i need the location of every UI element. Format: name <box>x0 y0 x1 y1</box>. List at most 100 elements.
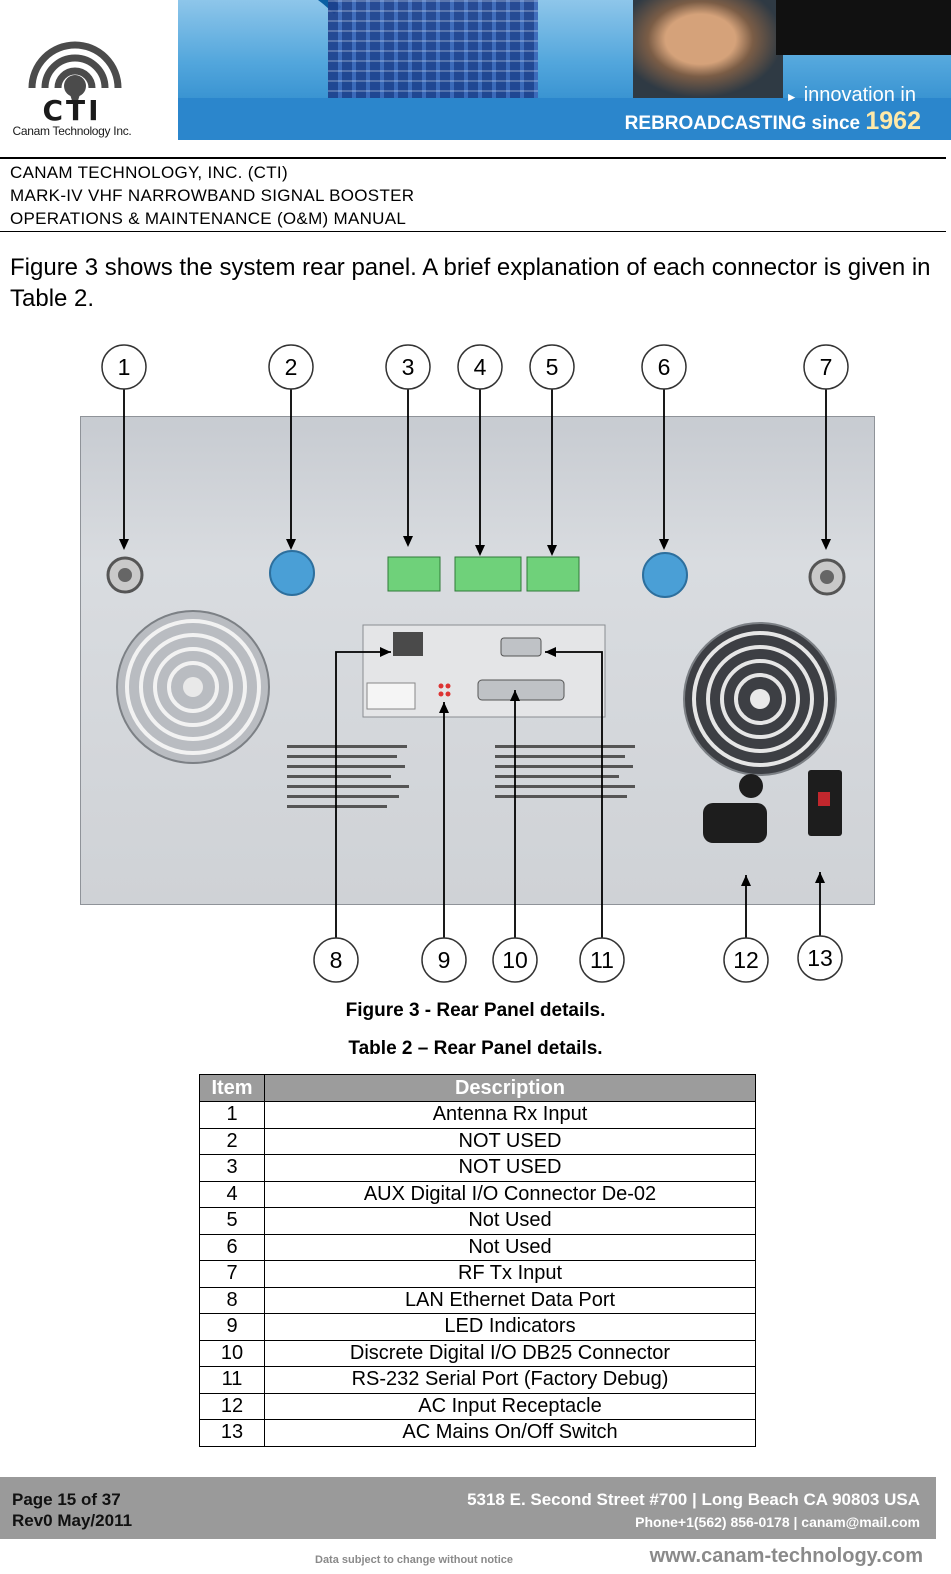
fuse-holder-icon <box>739 774 763 798</box>
header-rule-top <box>0 157 946 159</box>
callout-number: 9 <box>438 947 451 973</box>
logo-subtitle: Canam Technology Inc. <box>12 124 132 138</box>
fan-connector-1-icon <box>387 556 441 592</box>
callout-circle <box>641 344 687 390</box>
table-header-row: Item Description <box>199 1074 756 1102</box>
item-description: LAN Ethernet Data Port <box>264 1286 756 1314</box>
serial-port-icon <box>500 637 542 657</box>
callout-circle <box>723 937 769 983</box>
page-number: Page 15 of 37 <box>12 1490 121 1509</box>
item-description: LED Indicators <box>264 1313 756 1341</box>
manual-title: OPERATIONS & MAINTENANCE (O&M) MANUAL <box>10 209 407 228</box>
callout-number: 13 <box>807 945 833 971</box>
callout-number: 12 <box>733 947 759 973</box>
item-description: AC Input Receptacle <box>264 1392 756 1420</box>
cti-logo-icon <box>28 41 122 110</box>
callout-number: 11 <box>590 947 614 973</box>
callout-number: 4 <box>474 354 487 380</box>
item-number: 11 <box>199 1366 265 1394</box>
play-triangle-icon: ► <box>785 90 798 104</box>
callout-number: 6 <box>658 354 671 380</box>
item-description: NOT USED <box>264 1154 756 1182</box>
callout-circle <box>492 937 538 983</box>
page-info: Page 15 of 37 Rev0 May/2011 <box>12 1489 132 1531</box>
antenna-sample-connector-icon <box>269 550 315 596</box>
callout-circle <box>529 344 575 390</box>
fan-connector-3-icon <box>526 556 580 592</box>
item-number: 9 <box>199 1313 265 1341</box>
item-description: Not Used <box>264 1207 756 1235</box>
company-name: CANAM TECHNOLOGY, INC. (CTI) <box>10 163 288 182</box>
website-link[interactable]: www.canam-technology.com <box>649 1545 923 1567</box>
callout-number: 3 <box>402 354 415 380</box>
revision: Rev0 May/2011 <box>12 1511 133 1530</box>
callout-circle <box>385 344 431 390</box>
ac-receptacle-icon <box>703 803 767 843</box>
callout-circle <box>313 937 359 983</box>
tagline-1: ►innovation in <box>785 84 916 106</box>
item-description: AC Mains On/Off Switch <box>264 1419 756 1447</box>
item-number: 7 <box>199 1260 265 1288</box>
item-number: 2 <box>199 1127 265 1155</box>
company-address: 5318 E. Second Street #700 | Long Beach … <box>467 1489 920 1533</box>
rf-output-sample-connector-icon <box>642 552 688 598</box>
callout-circle <box>579 937 625 983</box>
left-fan-icon <box>116 610 270 764</box>
callout-arrow <box>439 702 449 713</box>
intro-paragraph: Figure 3 shows the system rear panel. A … <box>10 254 931 312</box>
street-address: 5318 E. Second Street #700 | Long Beach … <box>467 1490 920 1509</box>
callout-arrow <box>547 545 557 556</box>
callout-circle <box>797 935 843 981</box>
callout-arrow <box>821 539 831 550</box>
item-description: NOT USED <box>264 1127 756 1155</box>
item-description: RS-232 Serial Port (Factory Debug) <box>264 1366 756 1394</box>
product-name: MARK-IV VHF NARROWBAND SIGNAL BOOSTER <box>10 186 415 205</box>
callout-arrow <box>659 539 669 550</box>
callout-number: 10 <box>502 947 528 973</box>
callout-arrow <box>475 545 485 556</box>
page-footer: Page 15 of 37 Rev0 May/2011 5318 E. Seco… <box>0 1477 936 1539</box>
callout-arrow <box>815 872 825 883</box>
item-number: 10 <box>199 1339 265 1367</box>
callout-circle <box>457 344 503 390</box>
ethernet-port-icon <box>393 632 423 656</box>
callout-circle <box>803 344 849 390</box>
callout-number: 2 <box>285 354 298 380</box>
callout-arrow <box>380 647 391 657</box>
header-rule-bottom <box>0 231 946 232</box>
item-number: 12 <box>199 1392 265 1420</box>
right-fan-icon <box>683 622 837 776</box>
callout-arrow <box>510 690 520 701</box>
callout-leader-line <box>545 651 603 938</box>
item-number: 6 <box>199 1233 265 1261</box>
column-header-description: Description <box>264 1074 756 1102</box>
callout-leader-line <box>335 651 391 938</box>
item-description: Not Used <box>264 1233 756 1261</box>
disclaimer-note: Data subject to change without notice <box>315 1554 514 1566</box>
callout-arrow <box>286 539 296 550</box>
item-description: AUX Digital I/O Connector De-02 <box>264 1180 756 1208</box>
item-number: 1 <box>199 1101 265 1129</box>
callout-circle <box>421 937 467 983</box>
callout-number: 5 <box>546 354 559 380</box>
callout-number: 7 <box>820 354 833 380</box>
callout-number: 8 <box>330 947 343 973</box>
callout-arrow <box>741 875 751 886</box>
header-banner: CTI Canam Technology Inc. ►innovation in… <box>0 0 951 143</box>
callout-circle <box>268 344 314 390</box>
item-description: Antenna Rx Input <box>264 1101 756 1129</box>
callout-arrow <box>545 647 556 657</box>
callout-circle <box>101 344 147 390</box>
